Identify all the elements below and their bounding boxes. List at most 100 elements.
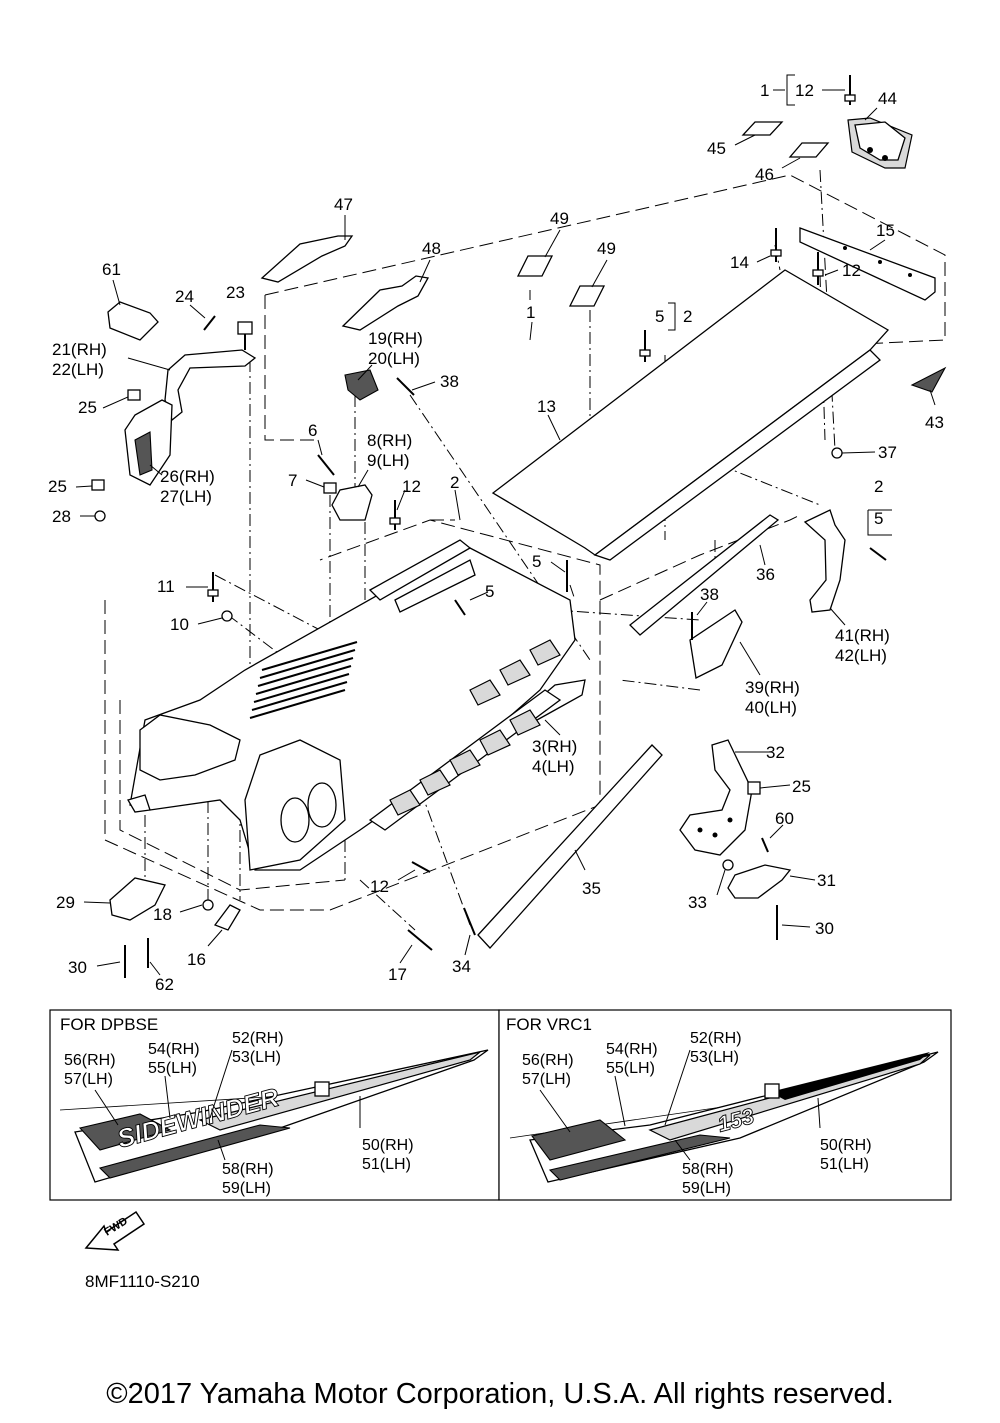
nut-25-c — [747, 781, 761, 795]
callout-49-a: 49 — [550, 209, 569, 228]
leader-lines — [75, 74, 936, 976]
decal-box-vrc1: FOR VRC1 153 56(RH) 57(LH) 54(RH) 55(LH)… — [498, 1009, 952, 1201]
callout-12: 12 — [795, 81, 814, 100]
rivet-12-d — [411, 861, 431, 873]
callout-12-b: 12 — [842, 261, 861, 280]
callout-5-c: 5 — [532, 552, 541, 571]
decal-label-55: 55(LH) — [606, 1060, 655, 1077]
callout-47: 47 — [334, 195, 353, 214]
callout-12-c: 12 — [402, 477, 421, 496]
callout-21: 21(RH) — [52, 340, 107, 359]
part-21-bracket — [164, 349, 257, 422]
rivet-5-b — [869, 547, 887, 561]
part-47-foot-pad — [260, 235, 354, 283]
callout-43: 43 — [925, 413, 944, 432]
bolt-18 — [202, 899, 214, 911]
callout-28: 28 — [52, 507, 71, 526]
clip-60 — [761, 837, 769, 853]
nut-7 — [323, 482, 337, 494]
part-19-flap — [344, 369, 379, 401]
rivet-5-a — [639, 330, 651, 362]
truss-cutouts — [389, 639, 561, 816]
part-44-rear-bumper-bracket — [847, 117, 913, 169]
part-29-step — [109, 877, 166, 921]
bolt-24 — [203, 315, 216, 331]
callout-41: 41(RH) — [835, 626, 890, 645]
diagram-code: 8MF1110-S210 — [85, 1272, 200, 1291]
decal-label-53: 53(LH) — [232, 1049, 281, 1066]
bolt-10 — [221, 610, 233, 622]
decal-label-50: 50(RH) — [820, 1137, 872, 1154]
callout-8: 8(RH) — [367, 431, 412, 450]
bolt-23 — [237, 321, 253, 350]
callout-5-b: 5 — [874, 509, 883, 528]
part-32-footrest — [679, 739, 753, 856]
part-43-flap — [910, 366, 947, 393]
decal-label-57: 57(LH) — [522, 1071, 571, 1088]
decal-label-51: 51(LH) — [362, 1156, 411, 1173]
callout-1: 1 — [760, 81, 769, 100]
decal-label-51: 51(LH) — [820, 1156, 869, 1173]
chassis-frame — [127, 539, 576, 871]
part-26-bracket — [124, 399, 173, 486]
callout-labels: 1 12 44 45 46 47 48 49 49 15 14 12 61 24… — [48, 81, 944, 994]
callout-31: 31 — [817, 871, 836, 890]
callout-20: 20(LH) — [368, 349, 420, 368]
callout-42: 42(LH) — [835, 646, 887, 665]
decal-label-57: 57(LH) — [64, 1071, 113, 1088]
callout-5-d: 5 — [485, 582, 494, 601]
decal-label-59: 59(LH) — [222, 1180, 271, 1197]
rivet-38-a — [396, 377, 415, 396]
part-45-pad — [741, 121, 784, 136]
decal-label-53: 53(LH) — [690, 1049, 739, 1066]
callout-4: 4(LH) — [532, 757, 575, 776]
bolt-28 — [94, 510, 106, 522]
callout-40: 40(LH) — [745, 698, 797, 717]
rivet-14 — [770, 228, 782, 262]
callout-26: 26(RH) — [160, 467, 215, 486]
callout-62: 62 — [155, 975, 174, 994]
part-41-strap — [803, 509, 846, 613]
callout-49-b: 49 — [597, 239, 616, 258]
callout-11: 11 — [157, 577, 175, 596]
callout-33: 33 — [688, 893, 707, 912]
vent-slots — [249, 641, 358, 719]
decal-label-52: 52(RH) — [232, 1030, 284, 1047]
decal-label-52: 52(RH) — [690, 1030, 742, 1047]
callout-2-a: 2 — [683, 307, 692, 326]
rivet-5-d — [454, 599, 466, 616]
pin-6 — [317, 454, 335, 476]
callout-18: 18 — [153, 905, 172, 924]
callout-16: 16 — [187, 950, 206, 969]
decal-label-50: 50(RH) — [362, 1137, 414, 1154]
part-49-pad-a — [516, 255, 554, 277]
rivet-34 — [463, 907, 476, 936]
rivet-37 — [831, 447, 843, 459]
callout-45: 45 — [707, 139, 726, 158]
decal-label-58: 58(RH) — [222, 1161, 274, 1178]
callout-30-b: 30 — [815, 919, 834, 938]
decal-box-title: FOR DPBSE — [60, 1015, 158, 1034]
callout-2-c: 2 — [874, 477, 883, 496]
callout-30-a: 30 — [68, 958, 87, 977]
callout-19: 19(RH) — [368, 329, 423, 348]
rivet-12-b — [812, 252, 824, 285]
decal-label-59: 59(LH) — [682, 1180, 731, 1197]
callout-9: 9(LH) — [367, 451, 410, 470]
callout-15: 15 — [876, 221, 895, 240]
part-46-pad — [788, 142, 830, 158]
rivet-17 — [407, 929, 433, 951]
callout-35: 35 — [582, 879, 601, 898]
decal-box-dpbse: FOR DPBSE SIDEWINDER 56(RH) 57(LH) 54(RH… — [49, 1009, 500, 1201]
callout-13: 13 — [537, 397, 556, 416]
decal-label-58: 58(RH) — [682, 1161, 734, 1178]
callout-1-b: 1 — [526, 303, 535, 322]
part-36-rail — [629, 514, 780, 636]
callout-22: 22(LH) — [52, 360, 104, 379]
callout-60: 60 — [775, 809, 794, 828]
decal-label-54: 54(RH) — [606, 1041, 658, 1058]
callout-36: 36 — [756, 565, 775, 584]
copyright-notice: ©2017 Yamaha Motor Corporation, U.S.A. A… — [106, 1378, 894, 1410]
part-39-bracket — [689, 609, 743, 679]
decal-label-56: 56(RH) — [522, 1052, 574, 1069]
